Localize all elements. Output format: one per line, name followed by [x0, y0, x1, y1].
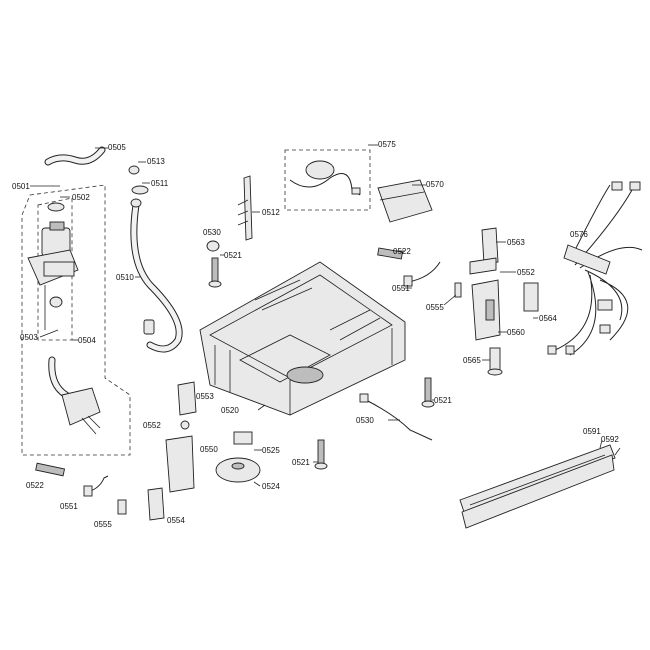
part-0552-b — [180, 420, 190, 430]
sensor-wire-0530-b — [359, 393, 433, 441]
label-0525: 0525 — [262, 446, 280, 455]
label-0524: 0524 — [262, 482, 280, 491]
label-0505: 0505 — [108, 143, 126, 152]
label-0521-b: 0521 — [434, 396, 452, 405]
sensor-0551-a — [403, 261, 441, 287]
label-0570: 0570 — [426, 180, 444, 189]
part-labels: 0505 0501 0502 0503 0504 0513 0511 0510 … — [12, 140, 619, 529]
label-0522-b: 0522 — [26, 481, 44, 490]
sensor-0551-b — [83, 475, 109, 497]
label-0565: 0565 — [463, 356, 481, 365]
label-0563: 0563 — [507, 238, 525, 247]
label-0501: 0501 — [12, 182, 30, 191]
bracket-0550 — [165, 435, 195, 493]
wiring-harness — [547, 181, 643, 356]
part-0530-a — [206, 240, 220, 252]
screw-0521-a — [208, 257, 222, 288]
control-module-0570 — [377, 179, 433, 223]
label-0555-a: 0555 — [426, 303, 444, 312]
label-0552-b: 0552 — [143, 421, 161, 430]
label-0564: 0564 — [539, 314, 557, 323]
drain-hose — [128, 165, 183, 353]
pump-motor-group — [284, 149, 371, 211]
part-0555-a — [454, 282, 462, 298]
label-0513: 0513 — [147, 157, 165, 166]
float-rod — [237, 175, 253, 241]
label-0554: 0554 — [167, 516, 185, 525]
part-0555-b — [117, 499, 127, 515]
label-0560: 0560 — [507, 328, 525, 337]
water-inlet-assembly-group — [21, 146, 131, 456]
label-0503: 0503 — [20, 333, 38, 342]
label-0551-b: 0551 — [60, 502, 78, 511]
label-0521-a: 0521 — [224, 251, 242, 260]
label-0550: 0550 — [200, 445, 218, 454]
screw-0521-c — [314, 439, 328, 470]
foot-0565 — [487, 347, 503, 376]
label-0512: 0512 — [262, 208, 280, 217]
disc-0524 — [215, 457, 261, 483]
label-0530-a: 0530 — [203, 228, 221, 237]
leader-lines — [30, 144, 621, 487]
toe-kick-panel — [459, 444, 616, 529]
label-0576: 0576 — [570, 230, 588, 239]
label-0502: 0502 — [72, 193, 90, 202]
bracket-0560 — [471, 279, 501, 341]
bracket-0554 — [147, 487, 165, 521]
connector-0564 — [523, 282, 539, 312]
base-tub — [199, 261, 406, 416]
label-0552-a: 0552 — [517, 268, 535, 277]
bracket-0553 — [177, 381, 197, 416]
label-0530-b: 0530 — [356, 416, 374, 425]
clip-0525 — [233, 431, 253, 445]
spring-0522-a — [377, 247, 404, 260]
label-0555-b: 0555 — [94, 520, 112, 529]
hinge-0563 — [469, 227, 499, 275]
label-0504: 0504 — [78, 336, 96, 345]
spring-0522-b — [35, 462, 66, 477]
label-0553: 0553 — [196, 392, 214, 401]
label-0591: 0591 — [583, 427, 601, 436]
screw-0521-b — [421, 377, 435, 408]
label-0510: 0510 — [116, 273, 134, 282]
label-0511: 0511 — [151, 179, 169, 188]
label-0521-c: 0521 — [292, 458, 310, 467]
label-0592: 0592 — [601, 435, 619, 444]
label-0520: 0520 — [221, 406, 239, 415]
label-0575-a: 0575 — [378, 140, 396, 149]
label-0522-a: 0522 — [393, 247, 411, 256]
label-0551-a: 0551 — [392, 284, 410, 293]
